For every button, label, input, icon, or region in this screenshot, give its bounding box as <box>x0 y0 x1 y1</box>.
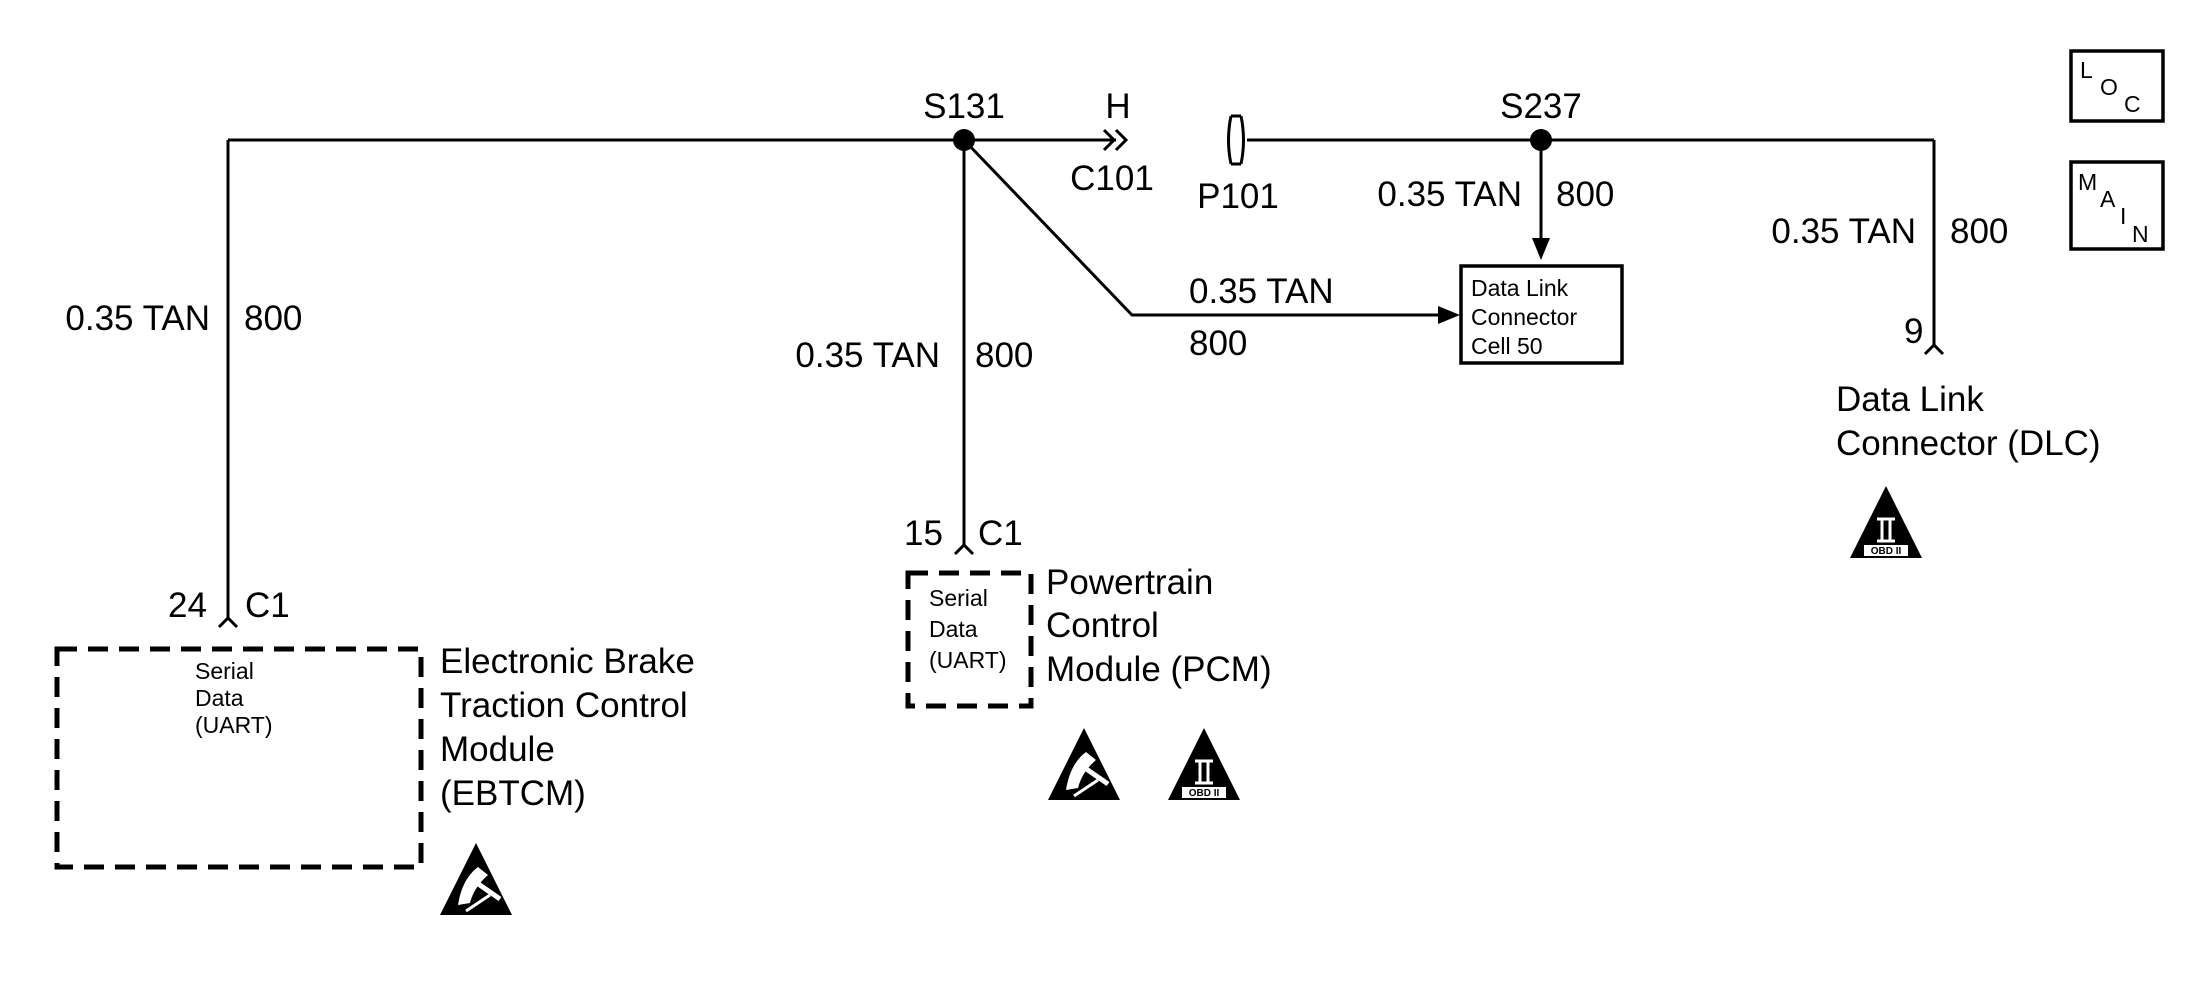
pcm-inside-line-2: Data <box>929 616 978 642</box>
cell-ref-line-3: Cell 50 <box>1471 333 1543 359</box>
splice-s237-dot <box>1530 129 1552 151</box>
pcm-wire-color: 0.35 TAN <box>795 336 940 375</box>
connector-c101-label: C101 <box>1070 159 1154 198</box>
pcm-esd-icon <box>1048 728 1120 800</box>
ebtcm-component: 24 C1 Serial Data (UART) Electronic Brak… <box>54 586 695 915</box>
pcm-pin-number: 15 <box>904 514 943 553</box>
pass-through-p101-symbol <box>1227 114 1245 166</box>
cell-branch-wire <box>962 138 1440 317</box>
ebtcm-wire-color: 0.35 TAN <box>65 299 210 338</box>
cell-ref-line-2: Connector <box>1471 304 1577 330</box>
main-letter-a: A <box>2100 186 2116 212</box>
connector-c101-symbol <box>1102 128 1129 152</box>
main-letter-m: M <box>2078 169 2097 195</box>
cell-reference-box: Data Link Connector Cell 50 <box>1459 264 1624 365</box>
loc-letter-o: O <box>2100 74 2118 100</box>
dlc-wire-color: 0.35 TAN <box>1771 212 1916 251</box>
pass-through-p101-label: P101 <box>1197 177 1279 216</box>
pcm-name-line-1: Powertrain <box>1046 563 1213 602</box>
s237-arrow <box>1532 238 1550 260</box>
pcm-obd-icon: OBD II <box>1166 726 1242 802</box>
ebtcm-inside-line-3: (UART) <box>195 712 273 738</box>
s237-wire-color: 0.35 TAN <box>1377 175 1522 214</box>
main-letter-n: N <box>2132 221 2149 247</box>
dlc-wire-circuit: 800 <box>1950 212 2008 251</box>
connector-h-label: H <box>1105 87 1130 126</box>
loc-box: L O C <box>2069 49 2165 123</box>
dlc-obd-text: OBD II <box>1871 546 1902 557</box>
loc-letter-l: L <box>2080 57 2093 83</box>
main-box: M A I N <box>2069 160 2165 251</box>
ebtcm-pin-number: 24 <box>168 586 207 625</box>
loc-letter-c: C <box>2124 91 2141 117</box>
pcm-name-line-3: Module (PCM) <box>1046 650 1272 689</box>
dlc-obd-icon: OBD II <box>1848 484 1924 560</box>
dlc-name-line-1: Data Link <box>1836 380 1984 419</box>
dlc-name-line-2: Connector (DLC) <box>1836 424 2101 463</box>
pcm-connector-label: C1 <box>978 514 1023 553</box>
cell-branch-wire-circuit: 800 <box>1189 324 1247 363</box>
pcm-inside-line-1: Serial <box>929 585 988 611</box>
ebtcm-pin-chevron <box>217 615 239 629</box>
ebtcm-name-line-1: Electronic Brake <box>440 642 695 681</box>
splice-s131-dot <box>953 129 975 151</box>
ebtcm-wire-circuit: 800 <box>244 299 302 338</box>
s237-wire-circuit: 800 <box>1556 175 1614 214</box>
pcm-component: 15 C1 Serial Data (UART) Powertrain Cont… <box>904 514 1272 800</box>
cell-branch-arrow <box>1438 306 1460 324</box>
pcm-pin-chevron <box>953 542 975 556</box>
pcm-obd-text: OBD II <box>1189 788 1220 799</box>
pcm-inside-line-3: (UART) <box>929 647 1007 673</box>
cell-branch-wire-color: 0.35 TAN <box>1189 272 1334 311</box>
ebtcm-name-line-2: Traction Control <box>440 686 688 725</box>
ebtcm-name-line-4: (EBTCM) <box>440 774 586 813</box>
ebtcm-inside-line-2: Data <box>195 685 244 711</box>
ebtcm-connector-label: C1 <box>245 586 290 625</box>
pcm-module-box <box>905 570 1034 709</box>
splice-s237-label: S237 <box>1500 87 1582 126</box>
pcm-name-line-2: Control <box>1046 606 1159 645</box>
ebtcm-name-line-3: Module <box>440 730 555 769</box>
ebtcm-inside-line-1: Serial <box>195 658 254 684</box>
dlc-component: 9 Data Link Connector (DLC) OBD II <box>1836 312 2101 560</box>
ebtcm-module-box <box>54 646 424 870</box>
pcm-wire-circuit: 800 <box>975 336 1033 375</box>
main-letter-i: I <box>2120 203 2126 229</box>
dlc-pin-chevron <box>1923 342 1945 356</box>
ebtcm-esd-icon <box>440 843 512 915</box>
splice-s131-label: S131 <box>923 87 1005 126</box>
cell-ref-line-1: Data Link <box>1471 275 1569 301</box>
dlc-pin-number: 9 <box>1904 312 1923 351</box>
